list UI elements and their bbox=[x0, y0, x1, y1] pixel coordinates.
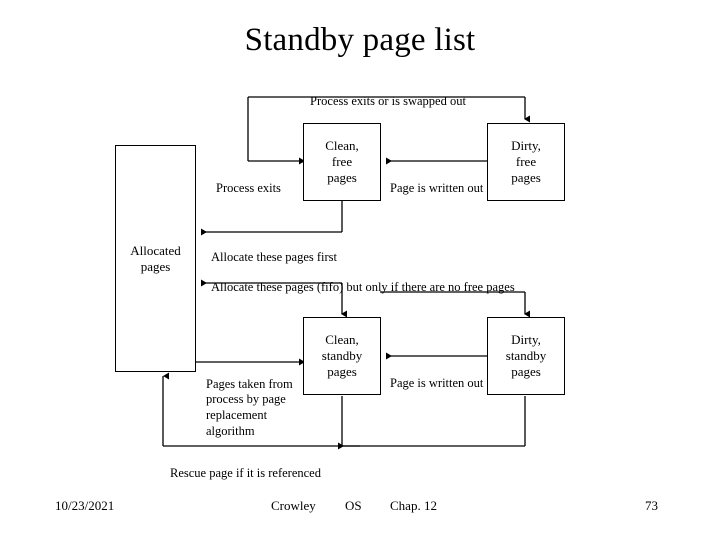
node-dirty-free-pages-label: Dirty, free pages bbox=[511, 138, 541, 185]
edge-label-allocate-fifo-text: Allocate these pages (fifo) but only if … bbox=[211, 279, 515, 294]
node-clean-standby-pages-label: Clean, standby pages bbox=[321, 332, 363, 379]
edge-label-allocate-first: Allocate these pages first bbox=[211, 234, 337, 265]
footer-course: OS bbox=[345, 498, 362, 513]
node-dirty-standby-pages-label: Dirty, standby pages bbox=[505, 332, 547, 379]
node-clean-standby-pages[interactable]: Clean, standby pages bbox=[303, 317, 381, 395]
node-clean-free-pages[interactable]: Clean, free pages bbox=[303, 123, 381, 201]
footer-page-number: 73 bbox=[645, 498, 658, 513]
edge-label-pages-taken: Pages taken from process by page replace… bbox=[206, 361, 302, 439]
edge-label-process-exits-text: Process exits bbox=[216, 180, 281, 195]
edge-label-allocate-first-text: Allocate these pages first bbox=[211, 249, 337, 264]
edge-label-page-written-out-bottom: Page is written out bbox=[390, 360, 483, 391]
edge-label-allocate-fifo: Allocate these pages (fifo) but only if … bbox=[211, 264, 515, 295]
edge-label-pages-taken-text: Pages taken from process by page replace… bbox=[206, 376, 293, 438]
node-allocated-pages[interactable]: Allocated pages bbox=[115, 145, 196, 372]
footer-date: 10/23/2021 bbox=[55, 498, 115, 513]
node-clean-free-pages-label: Clean, free pages bbox=[325, 138, 359, 185]
standby-page-list-diagram: Allocated pages Clean, free pages Dirty,… bbox=[115, 78, 565, 481]
edge-label-page-written-out-top: Page is written out bbox=[390, 165, 483, 196]
diagram-connectors bbox=[162, 96, 530, 450]
node-dirty-standby-pages[interactable]: Dirty, standby pages bbox=[487, 317, 565, 395]
node-dirty-free-pages[interactable]: Dirty, free pages bbox=[487, 123, 565, 201]
node-allocated-pages-label: Allocated pages bbox=[130, 242, 181, 274]
edge-label-page-written-out-top-text: Page is written out bbox=[390, 180, 484, 195]
edge-label-process-exits-or-swapped: Process exits or is swapped out bbox=[248, 78, 528, 109]
edge-label-rescue-page: Rescue page if it is referenced bbox=[170, 450, 321, 481]
edge-label-page-written-out-bottom-text: Page is written out bbox=[390, 375, 484, 390]
footer-author: Crowley bbox=[271, 498, 316, 513]
edge-label-process-exits: Process exits bbox=[216, 165, 281, 196]
edge-label-rescue-page-text: Rescue page if it is referenced bbox=[170, 465, 321, 480]
page-title: Standby page list bbox=[244, 22, 476, 58]
connector-group bbox=[162, 96, 530, 450]
slide-footer: 10/23/2021 Crowley OS Chap. 12 73 bbox=[0, 498, 720, 518]
edge-label-process-exits-or-swapped-text: Process exits or is swapped out bbox=[310, 93, 466, 108]
footer-chapter: Chap. 12 bbox=[390, 498, 437, 513]
